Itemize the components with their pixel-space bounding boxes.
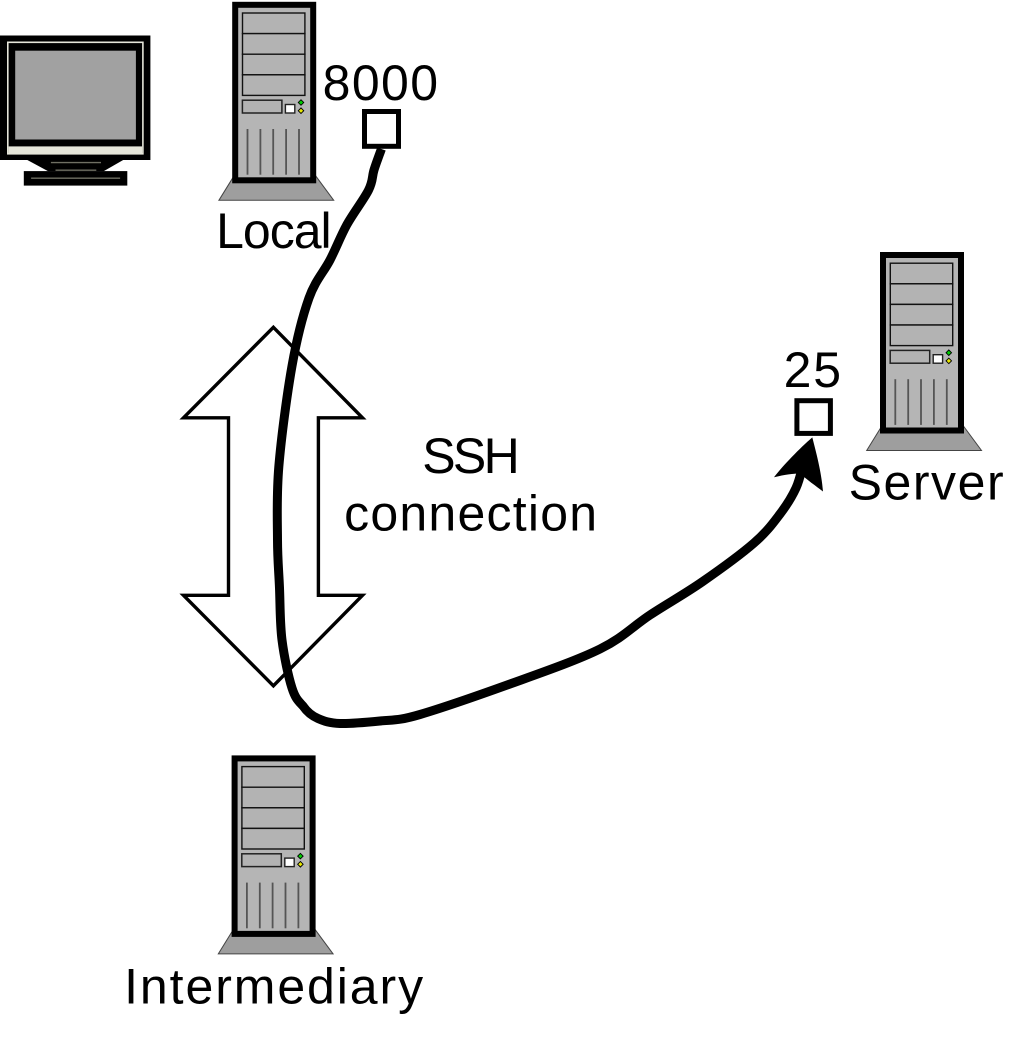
svg-text:connection: connection	[344, 485, 597, 541]
svg-text:Local: Local	[216, 203, 332, 259]
svg-text:8000: 8000	[323, 55, 439, 111]
svg-text:Server: Server	[849, 455, 1004, 511]
svg-text:SSH: SSH	[422, 428, 520, 484]
svg-text:Intermediary: Intermediary	[124, 959, 423, 1015]
svg-text:25: 25	[784, 342, 842, 398]
